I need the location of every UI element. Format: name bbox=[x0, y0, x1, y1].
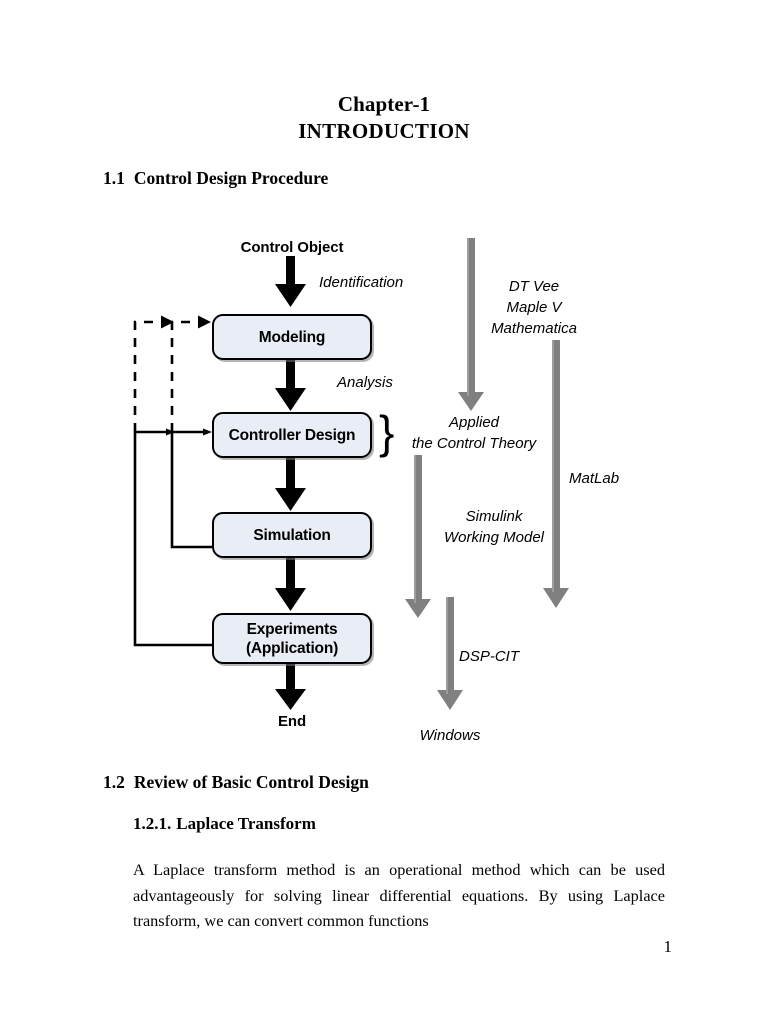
tool-label-symbolic-line1: DT Vee bbox=[508, 278, 560, 295]
page-number: 1 bbox=[663, 937, 673, 956]
brace-icon: } bbox=[379, 406, 395, 458]
gray-arrow-simulation-tools bbox=[405, 455, 431, 618]
flow-box-modeling[interactable]: Modeling bbox=[212, 314, 372, 360]
flow-box-simulation-label: Simulation bbox=[253, 526, 331, 544]
section-heading-1-2: 1.2 Review of Basic Control Design bbox=[103, 772, 369, 793]
flow-box-simulation[interactable]: Simulation bbox=[212, 512, 372, 558]
arrow-experiments-to-end bbox=[275, 664, 306, 710]
tool-label-symbolic-line3: Mathematica bbox=[491, 320, 577, 337]
flow-box-modeling-label: Modeling bbox=[258, 328, 326, 346]
feedback-dashed-arrowheads bbox=[161, 315, 211, 329]
terminal-label-control-object: Control Object bbox=[240, 239, 344, 256]
arrow-modeling-to-controller-design bbox=[275, 360, 306, 411]
step-label-identification: Identification bbox=[319, 274, 404, 291]
feedback-simulation-to-controller-design bbox=[170, 428, 212, 549]
flow-box-controller-design[interactable]: Controller Design bbox=[212, 412, 372, 458]
arrow-simulation-to-experiments bbox=[275, 558, 306, 611]
section-number-1-1: 1.1 bbox=[103, 168, 125, 188]
gray-arrow-matlab bbox=[543, 340, 569, 608]
flow-box-experiments-label-line2: (Application) bbox=[245, 639, 339, 657]
tool-label-dsp-cit: DSP-CIT bbox=[459, 648, 519, 665]
section-title-1-2-1: Laplace Transform bbox=[176, 814, 316, 833]
section-number-1-2: 1.2 bbox=[103, 772, 125, 792]
section-number-1-2-1: 1.2.1. bbox=[133, 814, 172, 833]
section-heading-1-2-1: 1.2.1.Laplace Transform bbox=[133, 814, 316, 834]
tool-label-matlab: MatLab bbox=[569, 470, 620, 487]
tool-label-simulation-line1: Simulink bbox=[465, 508, 523, 525]
section-title-1-1: Control Design Procedure bbox=[133, 168, 329, 188]
brace-label-line1: Applied bbox=[448, 414, 500, 431]
arrow-control-object-to-modeling bbox=[275, 256, 306, 307]
flow-box-experiments-label-line1: Experiments bbox=[246, 620, 338, 638]
section-title-1-2: Review of Basic Control Design bbox=[133, 772, 369, 792]
step-label-analysis: Analysis bbox=[337, 374, 393, 391]
terminal-label-end: End bbox=[277, 713, 307, 730]
chapter-title: Chapter-1 bbox=[337, 92, 431, 116]
tool-label-symbolic-tools: DT Vee Maple V Mathematica bbox=[459, 276, 609, 339]
gray-arrow-dsp-cit bbox=[437, 597, 463, 710]
tool-label-simulation-tools: Simulink Working Model bbox=[424, 506, 564, 548]
brace-label-line2: the Control Theory bbox=[411, 435, 537, 452]
flow-box-controller-design-label: Controller Design bbox=[228, 426, 356, 444]
feedback-dashed-outer-to-modeling bbox=[133, 320, 167, 432]
flow-box-experiments[interactable]: Experiments (Application) bbox=[212, 613, 372, 664]
gray-arrow-symbolic-tools bbox=[458, 238, 484, 411]
tool-label-windows: Windows bbox=[419, 727, 481, 744]
tool-label-simulation-line2: Working Model bbox=[443, 529, 545, 546]
body-paragraph: A Laplace transform method is an operati… bbox=[133, 860, 665, 930]
feedback-dashed-inner-to-modeling bbox=[170, 320, 204, 432]
document-title: INTRODUCTION bbox=[298, 119, 470, 143]
feedback-experiments-to-controller-design bbox=[133, 428, 212, 647]
brace-label-applied-control-theory: Applied the Control Theory bbox=[400, 412, 548, 454]
tool-label-symbolic-line2: Maple V bbox=[506, 299, 562, 316]
arrow-controller-design-to-simulation bbox=[275, 458, 306, 511]
section-heading-1-1: 1.1 Control Design Procedure bbox=[103, 168, 328, 189]
